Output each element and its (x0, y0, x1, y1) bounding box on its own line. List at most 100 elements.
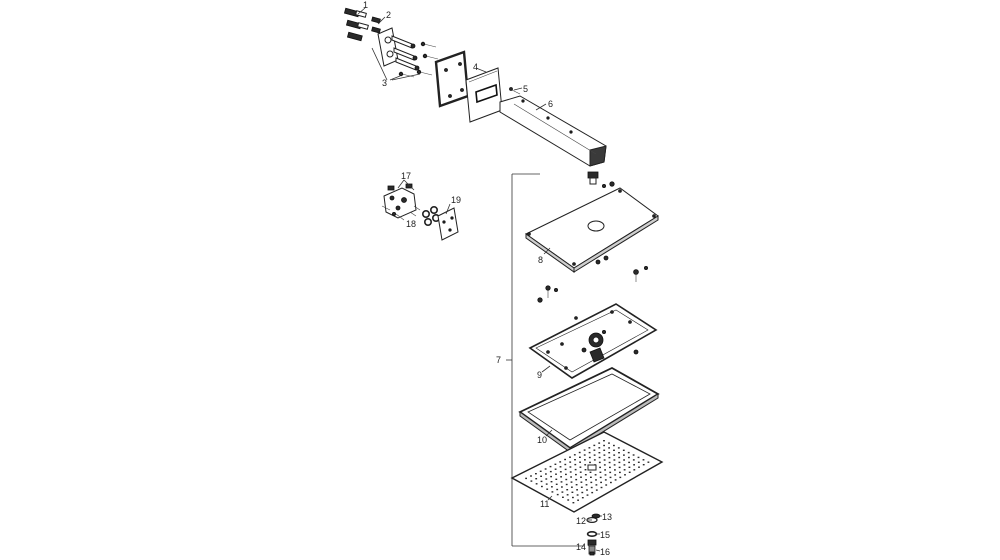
nozzle-dot (613, 449, 615, 451)
nozzle-dot (562, 496, 564, 498)
screw-part-5 (509, 87, 523, 95)
callout-8: 8 (538, 255, 543, 265)
nozzle-dot (624, 474, 626, 476)
nozzle-dot (595, 479, 597, 481)
nozzle-dot (580, 481, 583, 483)
nozzle-dot (628, 466, 631, 468)
nozzle-dot (577, 499, 579, 501)
nozzle-dot (572, 502, 575, 504)
nozzle-dot (564, 458, 566, 461)
callout-5: 5 (523, 84, 528, 94)
nozzle-dot (551, 486, 553, 488)
nozzle-dot (560, 481, 563, 483)
nozzle-dot (525, 477, 527, 480)
nozzle-dot (576, 494, 579, 496)
nozzle-dot (579, 461, 581, 463)
nozzle-dot (571, 486, 573, 488)
nozzle-dot (637, 461, 640, 463)
nozzle-dot (560, 476, 562, 478)
nozzle-dot (603, 440, 605, 442)
callout-18: 18 (406, 219, 416, 229)
valve-plate-part-9 (528, 303, 658, 379)
nozzle-dot (605, 484, 608, 486)
nozzle-dot (571, 491, 574, 493)
nozzle-dot (586, 494, 589, 496)
nozzle-dot (578, 451, 581, 454)
nozzle-dot (583, 454, 586, 456)
nozzle-dot (579, 456, 581, 458)
nozzle-dot (628, 471, 631, 473)
nozzle-dot (623, 464, 626, 466)
connector-block-part-17 (381, 179, 417, 219)
nozzle-dot (603, 449, 606, 451)
nozzle-dot (579, 466, 582, 468)
nozzle-dot (608, 452, 611, 454)
nozzle-dot (554, 468, 557, 470)
nozzle-dot (598, 461, 601, 464)
nozzle-dot (609, 476, 612, 479)
callout-14: 14 (576, 542, 586, 552)
nozzle-dot (593, 444, 596, 447)
nozzle-dot (569, 466, 572, 468)
nozzle-dot (614, 474, 617, 476)
nozzle-dot (584, 469, 587, 471)
nozzle-dot (637, 456, 640, 459)
nozzle-dot (600, 486, 603, 489)
nozzle-dot (589, 461, 591, 464)
nozzle-dot (623, 454, 625, 456)
nozzle-dot (595, 484, 598, 486)
nozzle-dot (564, 468, 567, 471)
nozzle-dot (569, 461, 572, 463)
wall-connector-assembly (343, 7, 439, 81)
nozzle-dot (632, 454, 635, 456)
nozzle-dot (581, 491, 584, 494)
nozzle-dot (603, 454, 606, 456)
nozzle-dot (539, 470, 542, 472)
nozzle-dot (593, 449, 596, 451)
escutcheon-rosette (465, 67, 503, 123)
nozzle-dot (613, 454, 616, 456)
nozzle-dot (540, 475, 542, 477)
nozzle-dot (555, 483, 558, 485)
nozzle-dot (603, 444, 605, 447)
callout-17: 17 (401, 171, 411, 181)
nozzle-dot (551, 491, 554, 493)
nozzle-dot (535, 483, 538, 485)
nozzle-dot (545, 473, 547, 475)
nozzle-dot (633, 469, 636, 471)
nozzle-dot (570, 476, 572, 478)
nozzle-dot (554, 463, 557, 465)
nozzle-dot (598, 442, 601, 444)
shower-arm-part-6 (499, 95, 607, 167)
nozzle-dot (599, 466, 601, 469)
nozzle-dot (575, 478, 578, 481)
washer-part-15 (586, 530, 598, 537)
nozzle-dot (574, 459, 576, 461)
nozzle-dot (619, 471, 621, 474)
nozzle-dot (608, 442, 610, 444)
nozzle-dot (579, 471, 582, 473)
callout-7: 7 (496, 355, 501, 365)
nozzle-dot (647, 461, 650, 463)
nozzle-dot (627, 451, 630, 454)
nozzle-dot (559, 461, 562, 463)
nozzle-dot (633, 464, 635, 466)
nozzle-dot (599, 476, 602, 479)
nozzle-dot (566, 494, 569, 496)
nozzle-dot (619, 476, 622, 479)
nozzle-dot (574, 468, 577, 471)
callout-19: 19 (451, 195, 461, 205)
nozzle-dot (584, 459, 586, 461)
nozzle-dot (604, 479, 607, 481)
nozzle-dot (584, 474, 587, 476)
nozzle-dot (541, 485, 543, 488)
nozzle-dot (594, 474, 597, 476)
nozzle-dot (642, 464, 645, 466)
nozzle-dot (565, 473, 567, 476)
nozzle-dot (609, 466, 611, 469)
nozzle-dot (556, 488, 559, 491)
nozzle-dot (549, 465, 552, 468)
top-fitting (587, 171, 615, 188)
nozzle-dot (565, 478, 568, 481)
nozzle-dot (642, 459, 645, 461)
